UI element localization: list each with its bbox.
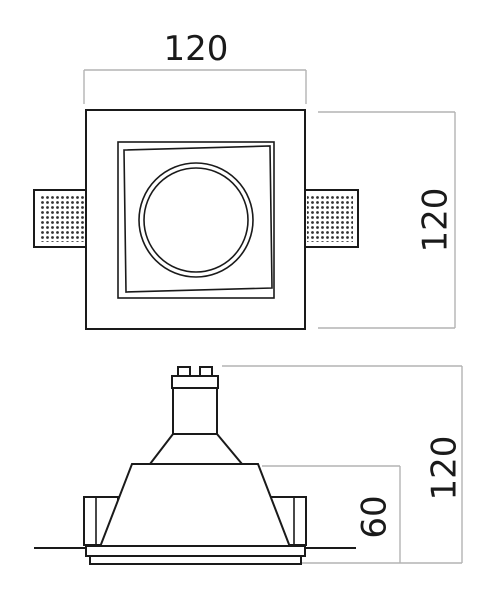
bulb-cap: [171, 375, 219, 389]
inner-recess: [117, 141, 275, 299]
bottom-flange: [85, 545, 306, 557]
inner-tilted-frame: [123, 145, 273, 293]
lamp-ring-outer: [138, 162, 254, 278]
body-height-label: 60: [355, 495, 395, 538]
total-height-label: 120: [425, 436, 465, 501]
body-height-dimension: 60: [262, 465, 401, 563]
left-mounting-tab: [33, 189, 87, 248]
bulb-neck: [172, 387, 218, 435]
fixture-body: [98, 463, 292, 548]
right-mounting-tab: [304, 189, 359, 248]
bulb-reflector: [147, 433, 245, 465]
height-label: 120: [416, 188, 456, 253]
side-view: 120 60: [34, 365, 465, 565]
height-dimension: 120: [318, 111, 456, 329]
width-dimension: 120: [83, 29, 307, 104]
bottom-lip: [89, 555, 302, 565]
total-height-dimension: 120: [222, 365, 465, 564]
top-view: 120 120: [33, 29, 456, 330]
lamp-ring-inner: [143, 167, 249, 273]
width-label: 120: [164, 29, 229, 69]
outer-frame: [85, 109, 306, 330]
